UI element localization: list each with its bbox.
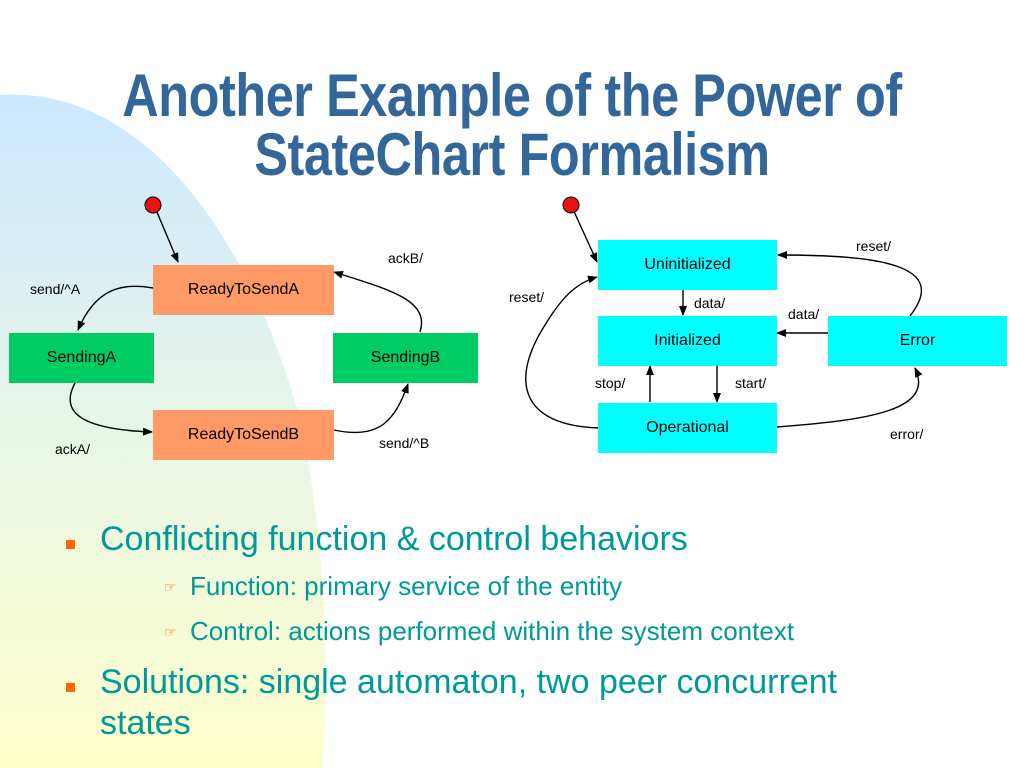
bullet-item-1: Conflicting function & control behaviors [100,520,688,558]
state-operational: Operational [598,403,777,453]
state-label: Initialized [654,332,721,349]
transition-ack-a [69,382,153,436]
state-label: Operational [646,419,729,436]
label-reset-left: reset/ [509,289,545,305]
label-send-a: send/^A [30,281,81,297]
initial-transition-right [571,206,598,263]
label-stop: stop/ [595,375,626,391]
state-sending-a: SendingA [9,333,154,383]
state-label: Uninitialized [644,256,731,273]
transition-reset-top [777,251,923,317]
bullet-item-2: Solutions: single automaton, two peer co… [100,663,838,701]
label-ack-a: ackA/ [55,441,91,457]
state-ready-to-send-a: ReadyToSendA [153,265,334,315]
slide-title-line-1: Another Example of the Power of [122,62,902,129]
transition-reset-left [525,275,599,429]
label-error: error/ [890,426,924,442]
initial-transition-left [153,204,179,263]
state-label: ReadyToSendB [187,426,300,443]
sub-bullet-item-1: Function: primary service of the entity [190,571,623,601]
label-send-b: send/^B [379,435,430,451]
state-error: Error [828,316,1007,366]
initial-state-dot-right [562,196,580,214]
label-data-error: data/ [788,306,820,322]
pointing-hand-icon: ☞ [164,579,177,595]
bullet-square-icon [66,683,75,692]
state-initialized: Initialized [598,316,777,366]
state-ready-to-send-b: ReadyToSendB [153,410,334,460]
label-ack-b: ackB/ [388,250,424,266]
slide-title-line-2: StateChart Formalism [254,121,770,188]
state-sending-b: SendingB [333,333,478,383]
label-data-down: data/ [694,295,726,311]
initial-state-dot-left [144,196,162,214]
sub-bullet-item-2: Control: actions performed within the sy… [190,616,795,646]
state-label: Error [899,332,936,349]
transition-error [776,367,923,428]
state-label: ReadyToSendA [187,281,300,298]
label-reset-top: reset/ [856,238,892,254]
bullet-square-icon [66,540,75,549]
state-uninitialized: Uninitialized [598,240,777,290]
transition-send-b [333,383,409,434]
state-label: SendingB [370,349,441,366]
transition-ack-b [333,270,423,333]
label-start: start/ [735,375,767,391]
state-label: SendingA [46,349,117,366]
transition-send-a [77,285,154,331]
bullet-item-2-continued: states [100,704,191,742]
pointing-hand-icon: ☞ [164,624,177,640]
